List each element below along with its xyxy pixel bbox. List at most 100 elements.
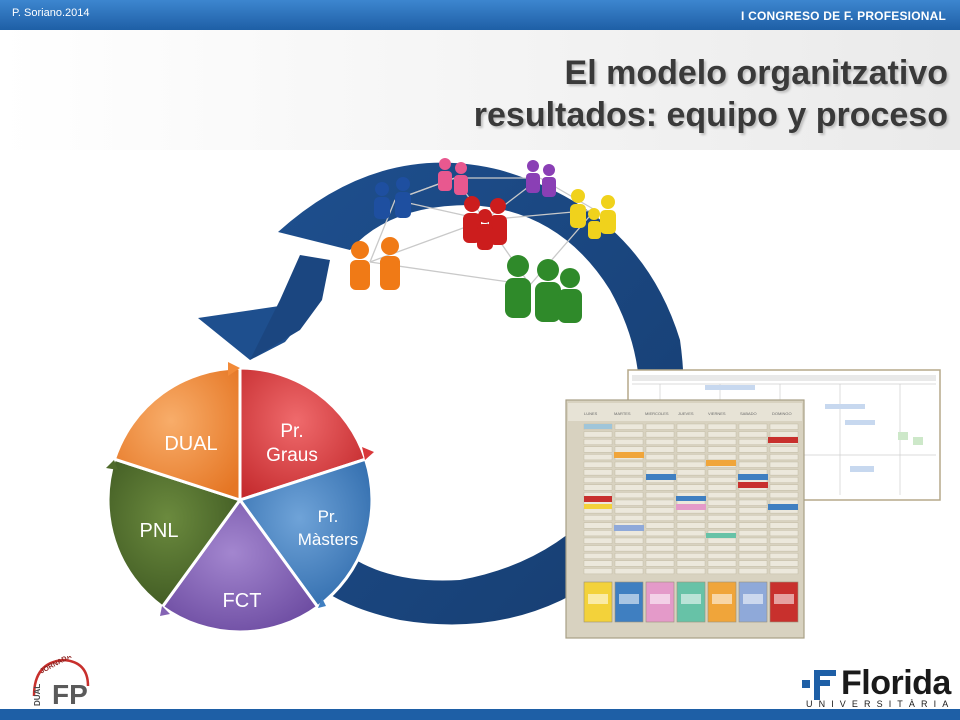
board-slot bbox=[676, 545, 706, 552]
board-header-sun: DOMINGO bbox=[772, 411, 792, 416]
congress-title: I CONGRESO DE F. PROFESIONAL bbox=[741, 9, 946, 23]
board-slot bbox=[583, 530, 613, 537]
board-slot bbox=[583, 461, 613, 468]
board-slots bbox=[583, 423, 799, 575]
board-slot bbox=[707, 499, 737, 506]
board-slot bbox=[583, 522, 613, 529]
team-green bbox=[505, 255, 582, 323]
board-slot bbox=[614, 568, 644, 575]
board-slot bbox=[707, 537, 737, 544]
board-slot bbox=[583, 469, 613, 476]
board-slot bbox=[738, 522, 768, 529]
cycle-pie: Pr. Graus Pr. Màsters FCT PNL DUAL bbox=[106, 362, 374, 634]
fp-logo-side: DUAL bbox=[33, 684, 42, 706]
team-purple bbox=[526, 160, 556, 197]
jornada-dual-fp-logo: JORNADA DUAL FP bbox=[32, 656, 90, 710]
board-slot bbox=[769, 522, 799, 529]
board-slot bbox=[738, 423, 768, 430]
header-bar: P. Soriano.2014 I CONGRESO DE F. PROFESI… bbox=[0, 0, 960, 30]
team-yellow bbox=[570, 189, 616, 239]
board-slot bbox=[769, 469, 799, 476]
board-slot bbox=[676, 431, 706, 438]
board-slot bbox=[645, 568, 675, 575]
board-slot bbox=[769, 431, 799, 438]
board-slot bbox=[769, 484, 799, 491]
board-slot bbox=[676, 469, 706, 476]
board-slot bbox=[707, 477, 737, 483]
board-header-wed: MIERCOLES bbox=[645, 411, 669, 416]
segment-dual-label: DUAL bbox=[164, 433, 217, 455]
board-slot bbox=[707, 423, 737, 430]
board-slot bbox=[769, 461, 799, 468]
board-slot bbox=[583, 431, 613, 438]
board-slot bbox=[707, 469, 737, 476]
board-slot bbox=[769, 553, 799, 559]
board-slot bbox=[583, 545, 613, 552]
board-slot bbox=[707, 568, 737, 575]
board-slot bbox=[645, 439, 675, 445]
board-slot bbox=[676, 515, 706, 521]
board-slot bbox=[645, 537, 675, 544]
board-slot bbox=[614, 461, 644, 468]
board-header-fri: VIERNES bbox=[708, 411, 726, 416]
board-slot bbox=[614, 507, 644, 514]
board-slot bbox=[738, 560, 768, 567]
segment-graus-label-1: Pr. bbox=[280, 421, 303, 442]
board-slot bbox=[676, 477, 706, 483]
board-slot bbox=[676, 461, 706, 468]
board-slot bbox=[769, 477, 799, 483]
board-slot bbox=[769, 530, 799, 537]
board-slot bbox=[769, 545, 799, 552]
board-slot bbox=[676, 439, 706, 445]
board-slot bbox=[645, 461, 675, 468]
board-pocket-label bbox=[774, 594, 794, 604]
team-network bbox=[350, 158, 616, 323]
segment-masters bbox=[237, 457, 374, 609]
board-slot bbox=[645, 446, 675, 453]
board-slot bbox=[614, 439, 644, 445]
board-slot bbox=[738, 492, 768, 499]
board-slot bbox=[583, 568, 613, 575]
board-pocket-label bbox=[619, 594, 639, 604]
board-slot bbox=[614, 560, 644, 567]
board-slot bbox=[707, 545, 737, 552]
board-slot bbox=[614, 530, 644, 537]
board-slot bbox=[707, 454, 737, 461]
board-slot bbox=[738, 461, 768, 468]
segment-pnl-label: PNL bbox=[140, 520, 179, 542]
board-slot bbox=[738, 515, 768, 521]
board-slot bbox=[583, 515, 613, 521]
board-header-mon: LUNES bbox=[584, 411, 598, 416]
board-slot bbox=[614, 499, 644, 506]
board-slot bbox=[676, 537, 706, 544]
board-pocket-label bbox=[681, 594, 701, 604]
board-slot bbox=[614, 553, 644, 559]
board-slot bbox=[614, 446, 644, 453]
board-pocket-label bbox=[588, 594, 608, 604]
board-slot bbox=[645, 507, 675, 514]
board-slot bbox=[645, 553, 675, 559]
board-slot bbox=[645, 499, 675, 506]
board-slot bbox=[676, 484, 706, 491]
title-background bbox=[0, 30, 960, 150]
board-slot bbox=[614, 469, 644, 476]
board-slot bbox=[769, 446, 799, 453]
board-cards bbox=[584, 424, 798, 538]
board-header-sat: SABADO bbox=[740, 411, 757, 416]
board-slot bbox=[738, 568, 768, 575]
segment-pnl bbox=[106, 457, 243, 609]
board-slot bbox=[707, 492, 737, 499]
segment-dual bbox=[112, 366, 242, 503]
board-slot bbox=[614, 515, 644, 521]
board-slot bbox=[676, 446, 706, 453]
board-slot bbox=[645, 530, 675, 537]
board-slot bbox=[583, 446, 613, 453]
board-slot bbox=[676, 560, 706, 567]
board-slot bbox=[738, 507, 768, 514]
board-header-tue: MARTES bbox=[614, 411, 631, 416]
team-orange bbox=[350, 237, 400, 290]
board-slot bbox=[645, 492, 675, 499]
board-slot bbox=[614, 492, 644, 499]
board-slot bbox=[769, 454, 799, 461]
